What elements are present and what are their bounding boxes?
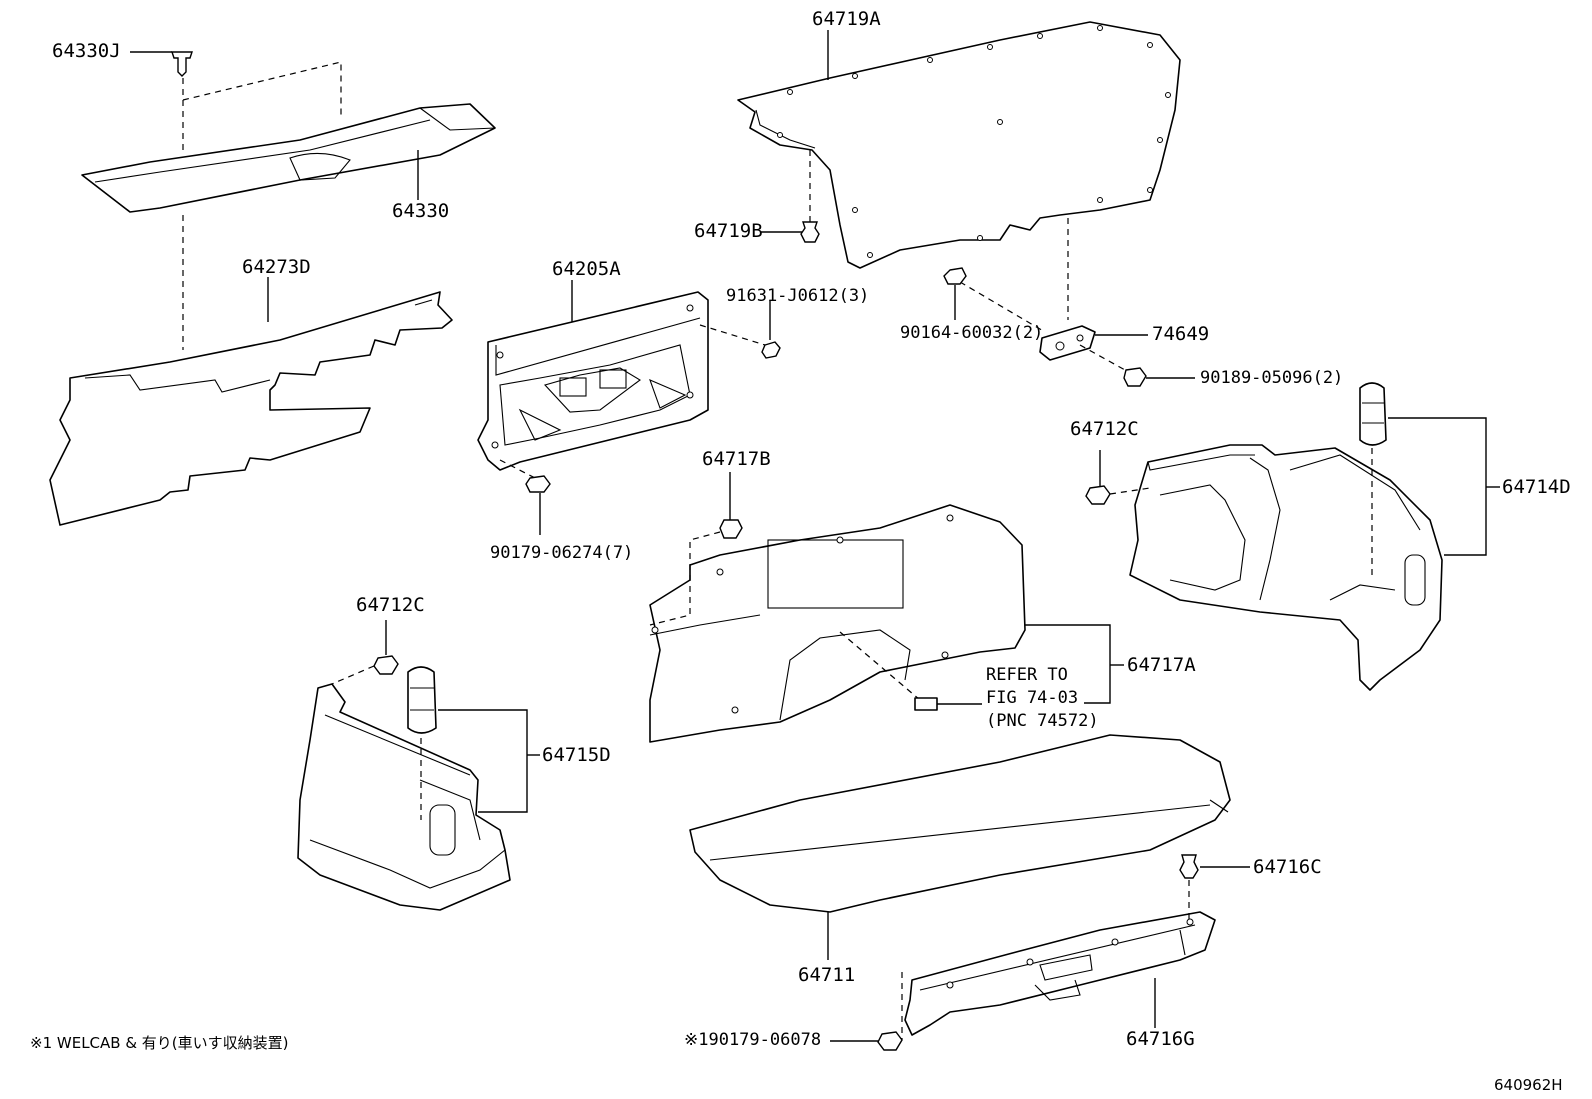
label-64205A: 64205A: [552, 258, 621, 280]
screw-91631: [761, 341, 781, 359]
refer-note-line3: (PNC 74572): [986, 711, 1099, 731]
label-91631-J0612: 91631-J0612(3): [726, 286, 870, 306]
label-90189-05096: 90189-05096(2): [1200, 368, 1344, 388]
label-64716G: 64716G: [1126, 1028, 1195, 1050]
label-64273D: 64273D: [242, 256, 311, 278]
nut-90189-05096: [1123, 367, 1147, 387]
refer-note-line1: REFER TO: [986, 665, 1068, 685]
label-64330J: 64330J: [52, 40, 121, 62]
label-64717B: 64717B: [702, 448, 771, 470]
label-64330: 64330: [392, 200, 450, 222]
bracket-74649: [1039, 325, 1096, 361]
clip-64712C-left: [373, 655, 399, 675]
label-64719A: 64719A: [812, 8, 881, 30]
nut-90179-06274: [525, 475, 551, 493]
refer-note-line2: FIG 74-03: [986, 688, 1079, 708]
clip-64712C-right: [1085, 485, 1111, 505]
clip-64717B: [719, 519, 743, 539]
sill-trim-64716G: [904, 911, 1216, 1036]
plug-64715D: [407, 666, 437, 734]
label-64712C-right: 64712C: [1070, 418, 1139, 440]
label-64719B: 64719B: [694, 220, 763, 242]
silencer-panel-64273D: [49, 291, 453, 526]
clip-64330J: [171, 51, 193, 77]
front-trim-64717A: [649, 504, 1026, 743]
label-64715D: 64715D: [542, 744, 611, 766]
label-64711: 64711: [798, 964, 856, 986]
label-90179-06078: ※190179-06078: [684, 1030, 822, 1050]
label-64716C: 64716C: [1253, 856, 1322, 878]
trunk-lid-trim-64719A: [737, 21, 1181, 269]
nut-90179-06078: [877, 1031, 903, 1051]
label-64712C-left: 64712C: [356, 594, 425, 616]
label-90179-06274: 90179-06274(7): [490, 543, 634, 563]
label-74649: 74649: [1152, 323, 1210, 345]
package-tray-trim-64330: [81, 103, 496, 213]
label-90164-60032: 90164-60032(2): [900, 323, 1044, 343]
clip-64719B: [800, 221, 820, 243]
figure-id: 640962H: [1494, 1076, 1563, 1094]
clip-64716C: [1179, 854, 1199, 879]
floor-mat-64711: [689, 734, 1231, 913]
left-side-trim-64715D: [297, 683, 511, 911]
label-64717A: 64717A: [1127, 654, 1196, 676]
right-side-trim-64714D: [1129, 444, 1443, 691]
footnote: ※1 WELCAB & 有り(車いす収納装置): [30, 1034, 289, 1052]
bolt-90164-60032: [943, 267, 967, 285]
label-64714D: 64714D: [1502, 476, 1571, 498]
plug-64714D: [1359, 382, 1387, 446]
partition-bracket-64205A: [477, 291, 709, 471]
